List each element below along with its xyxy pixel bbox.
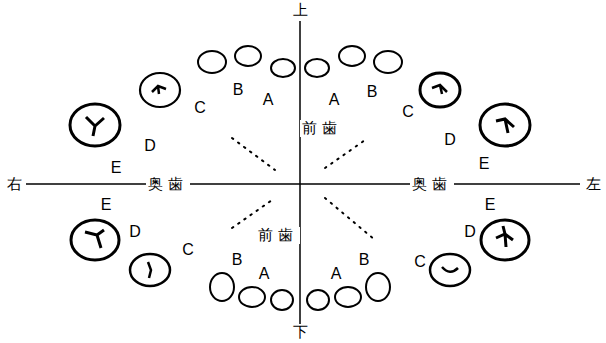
tooth bbox=[335, 287, 361, 307]
tooth-letter: D bbox=[462, 223, 478, 241]
tooth bbox=[235, 46, 261, 66]
tooth-letter: A bbox=[261, 91, 276, 109]
tooth bbox=[271, 59, 295, 77]
tooth-letter: E bbox=[109, 159, 124, 177]
tooth-letter: B bbox=[365, 83, 380, 101]
tooth bbox=[210, 273, 234, 301]
dotted-divider bbox=[325, 198, 375, 240]
tooth-letter: E bbox=[99, 196, 114, 214]
molar bbox=[430, 254, 470, 286]
tooth-letter: C bbox=[400, 103, 416, 121]
molar bbox=[130, 254, 170, 286]
region-label: 上 bbox=[291, 2, 310, 19]
dotted-divider bbox=[232, 138, 275, 170]
tooth bbox=[198, 51, 226, 73]
tooth-letter: D bbox=[442, 131, 458, 149]
tooth bbox=[305, 59, 329, 77]
tooth-letter: B bbox=[230, 251, 245, 269]
region-label: 前歯 bbox=[256, 227, 300, 244]
molar bbox=[140, 73, 180, 107]
tooth bbox=[271, 290, 293, 310]
tooth bbox=[239, 287, 265, 307]
tooth-letter: C bbox=[412, 253, 428, 271]
region-label: 奥歯 bbox=[146, 176, 190, 193]
region-label: 前歯 bbox=[300, 120, 344, 137]
tooth-letter: B bbox=[231, 81, 246, 99]
dotted-divider bbox=[325, 138, 368, 168]
molar bbox=[70, 104, 120, 146]
tooth-letter: E bbox=[483, 196, 498, 214]
tooth bbox=[339, 46, 365, 66]
tooth-letter: A bbox=[257, 265, 272, 283]
axis-line bbox=[26, 183, 580, 185]
tooth bbox=[374, 51, 402, 73]
tooth-letter: B bbox=[357, 251, 372, 269]
axis-line bbox=[299, 21, 301, 325]
tooth-letter: A bbox=[327, 91, 342, 109]
region-label: 右 bbox=[5, 176, 24, 193]
tooth-letter: C bbox=[180, 241, 196, 259]
tooth bbox=[307, 290, 329, 310]
tooth-letter: E bbox=[477, 155, 492, 173]
tooth-letter: D bbox=[127, 223, 143, 241]
molar bbox=[480, 104, 530, 146]
dotted-divider bbox=[232, 198, 275, 228]
molar bbox=[481, 220, 529, 260]
region-label: 左 bbox=[584, 176, 603, 193]
molar bbox=[420, 73, 460, 107]
tooth bbox=[366, 273, 390, 301]
region-label: 奥歯 bbox=[410, 176, 454, 193]
tooth-letter: A bbox=[329, 265, 344, 283]
region-label: 下 bbox=[291, 324, 310, 341]
tooth-letter: C bbox=[192, 99, 208, 117]
tooth-letter: D bbox=[142, 137, 158, 155]
molar bbox=[71, 220, 119, 260]
